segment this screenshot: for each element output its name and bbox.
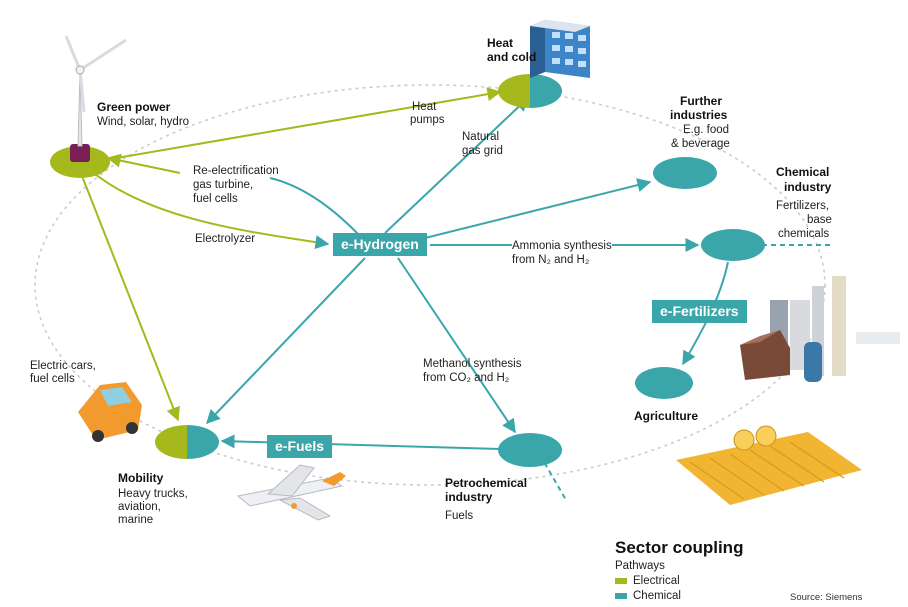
electrical-pathways <box>81 87 502 422</box>
edge-heat-pumps <box>104 87 502 161</box>
mobility-sub-2: aviation, <box>118 501 161 513</box>
reelectrification-label-1: Re-electrification <box>193 165 279 177</box>
wind-turbine-icon <box>64 35 127 147</box>
edge-h2-to-further <box>424 178 652 239</box>
node-agriculture <box>635 367 693 399</box>
edge-petro-to-mobility <box>220 434 501 450</box>
petrochemical-title-2: industry <box>445 490 493 504</box>
edge-reelectrification <box>106 153 181 174</box>
chemical-industry-title-1: Chemical <box>776 165 830 179</box>
further-industries-sub-1: E.g. food <box>683 124 730 136</box>
chemical-plant-icon <box>740 276 900 382</box>
node-green-power <box>50 144 110 178</box>
hub-e-fertilizers: e-Fertilizers <box>652 300 747 323</box>
reelectrification-label-2: gas turbine, <box>193 179 254 191</box>
heat-pumps-label-1: Heat <box>412 101 437 113</box>
edge-h2-to-petrochemical <box>397 257 516 434</box>
natural-gas-label-2: gas grid <box>462 145 503 157</box>
heat-cold-title-2: and cold <box>487 50 537 64</box>
ammonia-label-2: from N₂ and H₂ <box>512 254 590 266</box>
heat-cold-title-1: Heat <box>487 36 514 50</box>
electric-cars-label-1: Electric cars, <box>30 360 96 372</box>
methanol-label-2: from CO₂ and H₂ <box>423 372 510 384</box>
legend-chemical: Chemical <box>615 590 681 602</box>
natural-gas-label-1: Natural <box>462 131 500 143</box>
heat-pumps-label-2: pumps <box>410 114 445 126</box>
legend-electrical: Electrical <box>615 575 680 587</box>
chemical-industry-sub-1: Fertilizers, <box>776 200 830 212</box>
reelectrification-label-3: fuel cells <box>193 193 238 205</box>
mobility-sub-1: Heavy trucks, <box>118 488 188 500</box>
legend-chemical-swatch <box>615 592 627 599</box>
edge-electrolyzer <box>89 169 330 250</box>
node-further-industries <box>653 157 717 189</box>
chemical-industry-sub-2: base <box>807 214 832 226</box>
further-industries-title-2: industries <box>670 108 728 122</box>
edge-h2-to-mobility <box>206 257 366 425</box>
legend-chemical-label: Chemical <box>633 590 681 602</box>
chemical-industry-title-2: industry <box>784 180 832 194</box>
green-power-subtitle: Wind, solar, hydro <box>97 116 190 128</box>
node-chemical-industry <box>701 229 765 261</box>
petrochemical-title-1: Petrochemical <box>445 476 528 490</box>
agriculture-title: Agriculture <box>634 409 699 423</box>
farm-field-icon <box>676 425 862 505</box>
further-industries-title-1: Further <box>680 94 722 108</box>
car-icon <box>78 382 142 442</box>
edge-h2-to-heat <box>384 97 530 234</box>
legend-electrical-swatch <box>615 577 627 584</box>
airplane-icon <box>236 464 346 521</box>
electric-cars-label-2: fuel cells <box>30 373 75 385</box>
legend-title: Sector coupling <box>615 538 744 557</box>
office-building-icon <box>530 20 590 78</box>
sector-ring <box>34 84 826 486</box>
hub-e-fuels: e-Fuels <box>267 435 333 458</box>
mobility-sub-3: marine <box>118 514 154 526</box>
legend-subtitle: Pathways <box>615 560 665 572</box>
edge-h2-to-reelectrification <box>269 177 361 237</box>
mobility-title: Mobility <box>118 471 164 485</box>
green-power-title: Green power <box>97 100 171 114</box>
source-credit: Source: Siemens <box>790 592 863 603</box>
legend-electrical-label: Electrical <box>633 575 680 587</box>
edge-green-to-mobility <box>81 175 180 422</box>
electrolyzer-label: Electrolyzer <box>195 233 256 245</box>
ammonia-label-1: Ammonia synthesis <box>512 240 612 253</box>
chemical-industry-sub-3: chemicals <box>778 228 830 240</box>
further-industries-sub-2: & beverage <box>671 138 730 150</box>
node-mobility <box>155 425 219 459</box>
petrochemical-sub: Fuels <box>445 510 474 522</box>
methanol-label-1: Methanol synthesis <box>423 358 522 370</box>
node-heat-and-cold <box>498 74 562 108</box>
hub-e-hydrogen: e-Hydrogen <box>333 233 427 256</box>
node-petrochemical <box>498 433 562 467</box>
